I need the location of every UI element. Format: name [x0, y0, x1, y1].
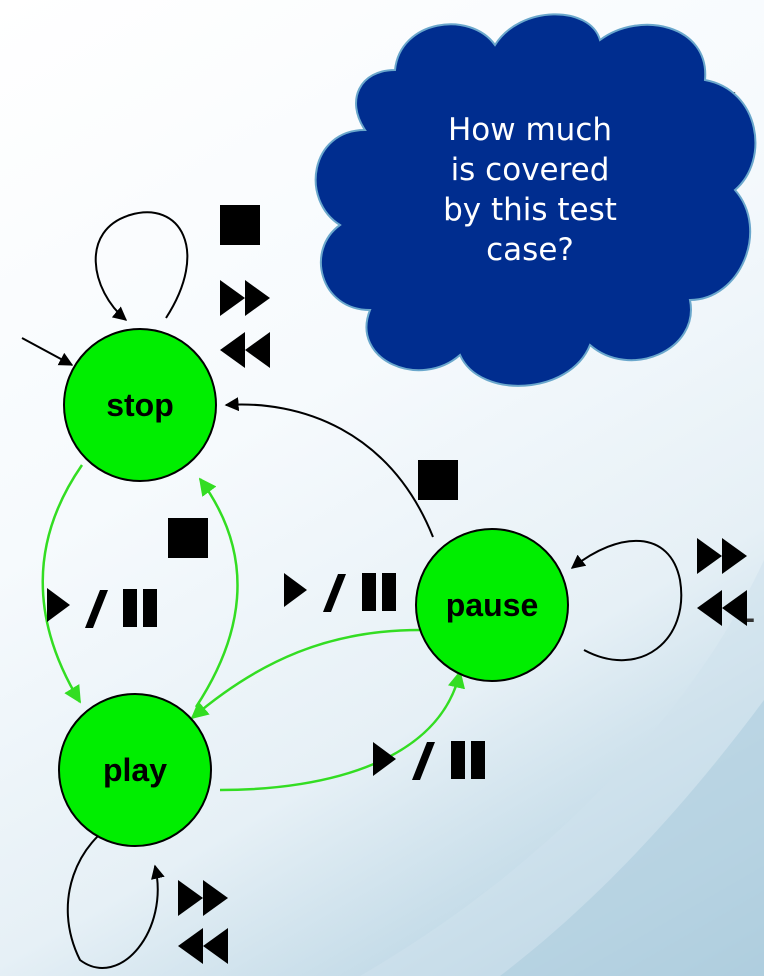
uncovered-edges	[21, 211, 683, 969]
stop-square-icon	[418, 460, 458, 500]
rewind-icon	[697, 590, 747, 626]
play-pause-icon	[47, 588, 157, 628]
edge-play-pause	[219, 670, 466, 792]
state-play-label: play	[103, 752, 167, 788]
edge-initial	[21, 337, 74, 366]
fast-forward-icon	[220, 280, 270, 316]
state-stop-label: stop	[106, 387, 174, 423]
edge-stop-self	[94, 211, 189, 321]
state-pause: pause	[415, 528, 569, 682]
fast-forward-icon	[178, 880, 228, 916]
stop-square-icon	[168, 518, 208, 558]
callout-text: How much is covered by this test case?	[380, 110, 680, 270]
play-pause-icon	[284, 573, 396, 612]
edge-stop-play	[41, 464, 84, 704]
callout-cloud	[314, 13, 757, 387]
state-play: play	[58, 693, 212, 847]
state-pause-label: pause	[446, 587, 538, 623]
callout-line: case?	[486, 232, 574, 268]
rewind-icon	[178, 928, 228, 964]
rewind-icon	[220, 332, 270, 368]
callout-line: How much	[447, 112, 613, 148]
play-pause-icon	[373, 741, 485, 780]
edge-pause-play	[190, 628, 421, 720]
edge-play-stop	[194, 477, 239, 708]
callout-line: is covered	[450, 152, 610, 188]
fast-forward-icon	[697, 538, 747, 574]
edge-play-self	[66, 821, 165, 969]
callout-line: by this test	[443, 192, 617, 228]
edge-pause-self	[570, 539, 683, 662]
state-stop: stop	[63, 328, 217, 482]
edge-pause-stop	[224, 397, 434, 538]
stop-square-icon	[220, 205, 260, 245]
